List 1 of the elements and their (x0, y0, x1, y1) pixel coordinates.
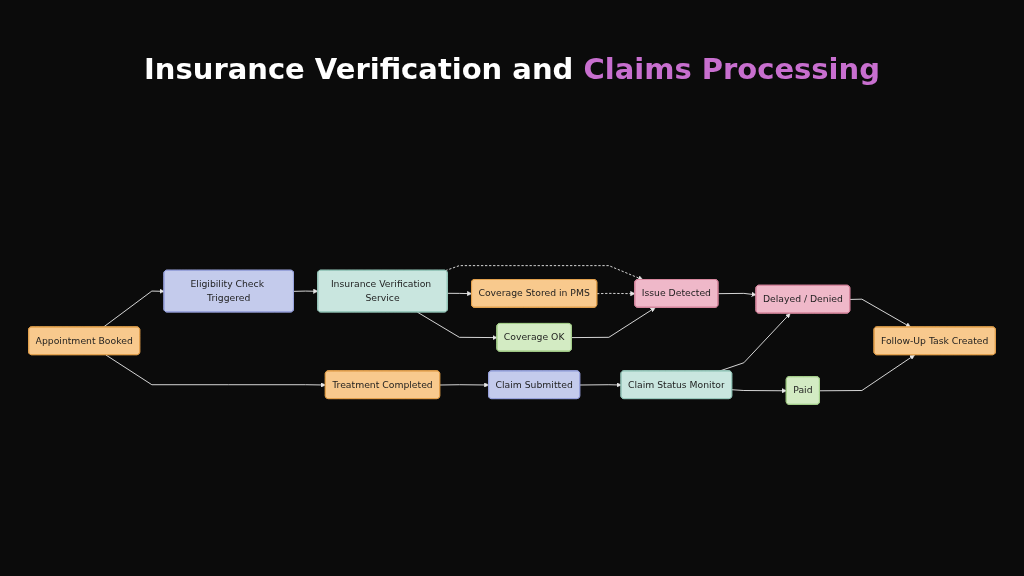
diagram-title: Insurance Verification and Claims Processing (144, 52, 880, 86)
